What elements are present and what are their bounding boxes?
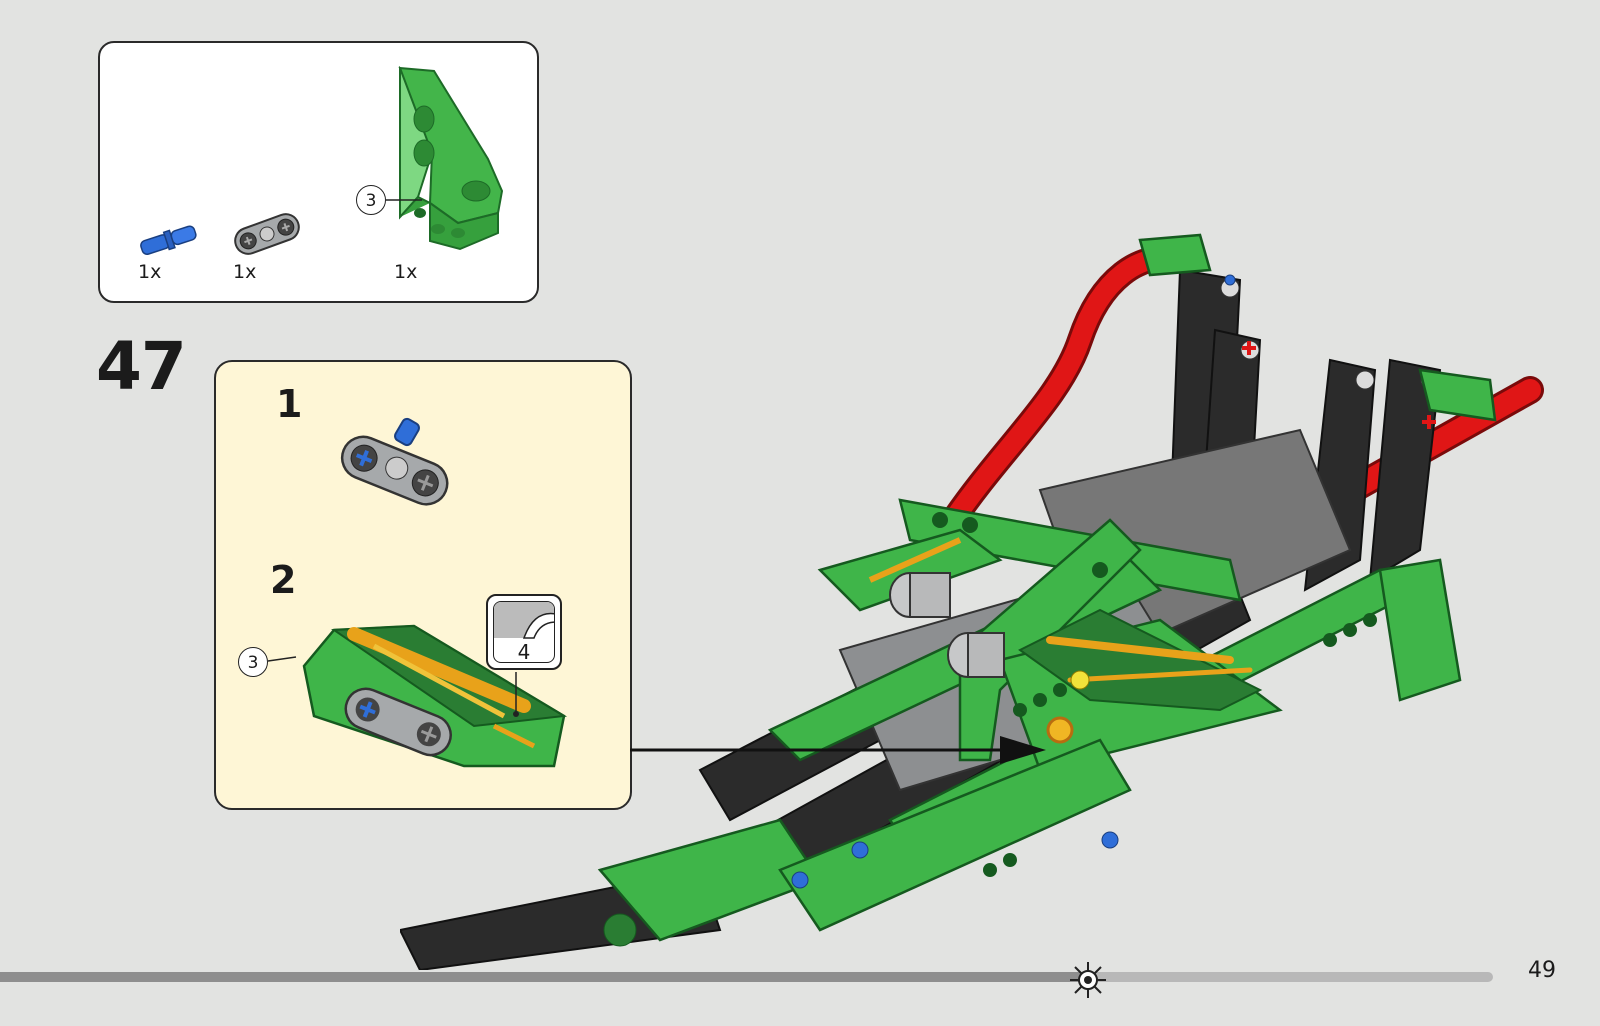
blue-axle-pin-icon — [136, 219, 202, 259]
sticker-leader-line — [512, 672, 522, 718]
substep-box: 1 2 3 — [214, 360, 632, 810]
sticker-icon: 4 — [493, 601, 555, 663]
callout-circle: 3 — [356, 185, 386, 215]
substep-number: 1 — [276, 382, 302, 426]
page-number: 49 — [1528, 958, 1556, 983]
sticker-number: 4 — [494, 640, 554, 663]
sticker-callout: 4 — [486, 594, 562, 670]
callout-circle: 3 — [238, 647, 268, 677]
pin-in-connector-icon — [326, 410, 466, 520]
green-panel-icon — [390, 63, 510, 255]
callout-leader-line — [268, 654, 298, 668]
placement-arrow — [630, 730, 1050, 770]
substep-number: 2 — [270, 558, 296, 602]
gear-icon — [1068, 960, 1108, 1000]
part-quantity: 1x — [138, 261, 161, 283]
progress-bar-right — [1086, 972, 1493, 982]
progress-bar-left — [0, 972, 1090, 982]
callout-leader-line — [386, 193, 426, 213]
gray-connector-icon — [230, 209, 304, 259]
step-number: 47 — [96, 328, 186, 405]
part-quantity: 1x — [233, 261, 256, 283]
